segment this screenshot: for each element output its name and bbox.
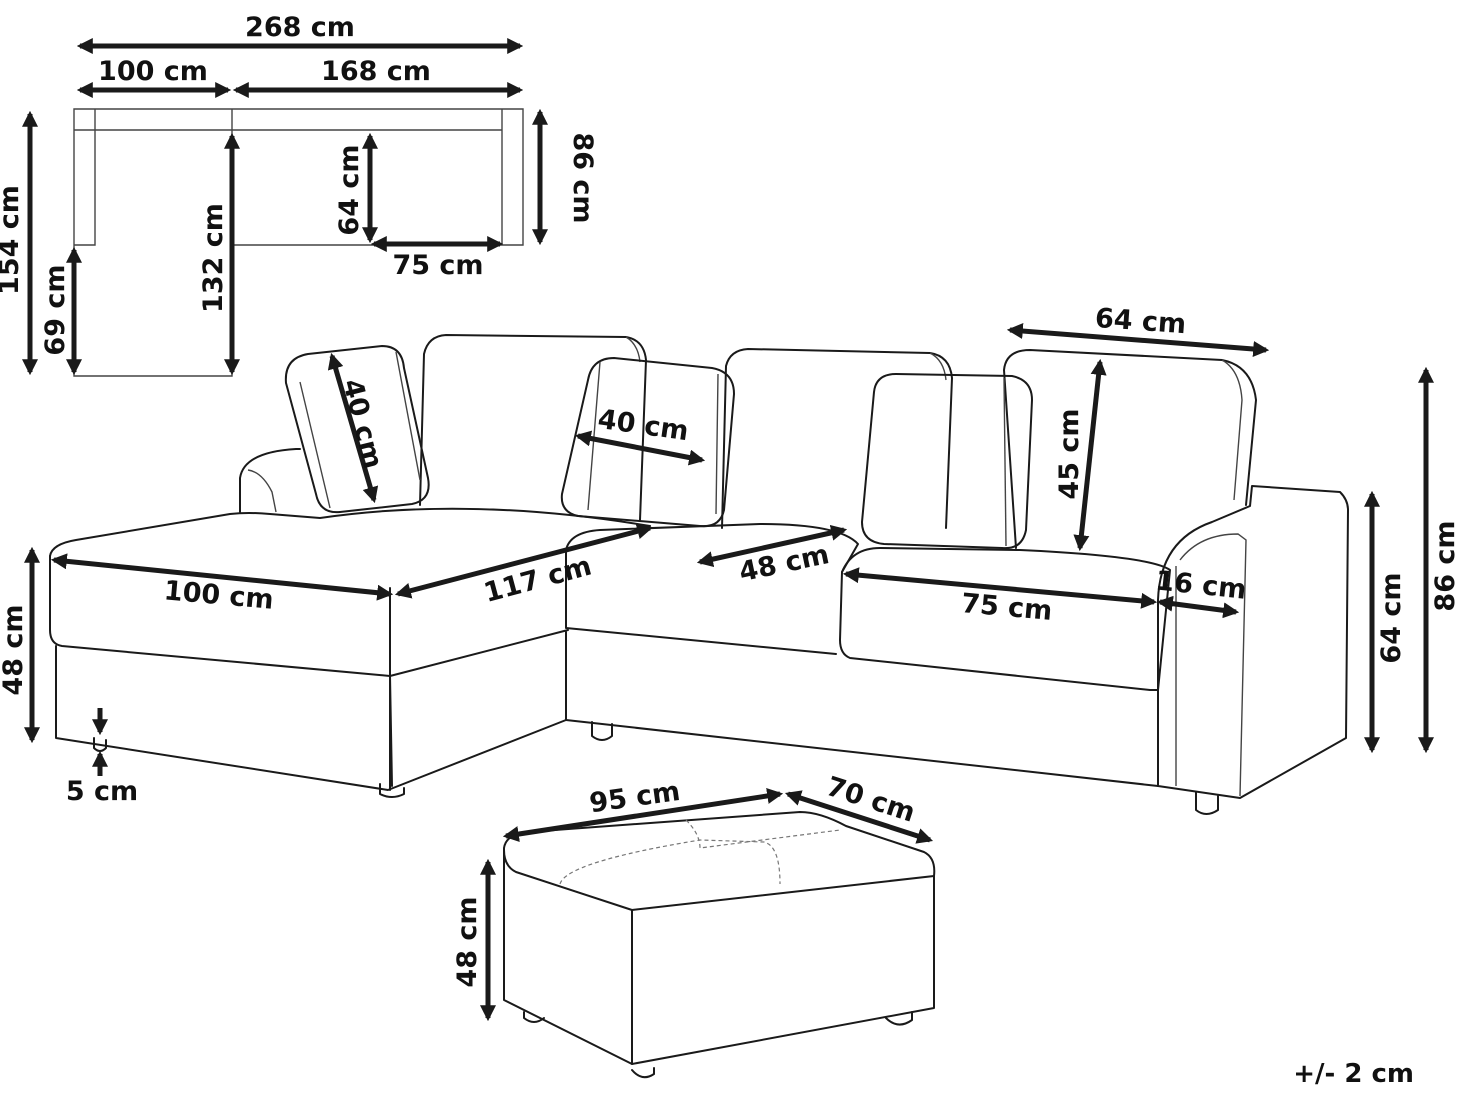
- label-leg-height: 5 cm: [66, 776, 138, 807]
- label-plan-width-sofa: 168 cm: [321, 56, 431, 87]
- label-backrest-width: 64 cm: [1094, 303, 1187, 340]
- label-plan-depth-chaise-extension: 69 cm: [40, 264, 71, 355]
- label-pillow-chaise: 40 cm: [336, 376, 388, 472]
- label-backrest-height: 45 cm: [1054, 408, 1085, 499]
- dimension-labels: 268 cm 100 cm 168 cm 154 cm 69 cm 132 cm…: [0, 12, 1460, 1089]
- sofa-drawing: [49, 334, 1349, 815]
- dimension-arrows: [21, 37, 1435, 1022]
- label-plan-depth-sofa: 86 cm: [567, 132, 598, 223]
- label-arm-height: 64 cm: [1376, 572, 1407, 663]
- label-plan-width-total: 268 cm: [245, 12, 355, 43]
- label-seat-height: 48 cm: [0, 604, 29, 695]
- label-plan-seat-depth: 64 cm: [334, 144, 365, 235]
- label-plan-width-chaise: 100 cm: [98, 56, 208, 87]
- label-plan-seat-width: 75 cm: [392, 250, 483, 281]
- label-tolerance: +/- 2 cm: [1293, 1059, 1414, 1089]
- label-plan-depth-total: 154 cm: [0, 185, 25, 295]
- label-total-height: 86 cm: [1430, 520, 1460, 611]
- label-plan-depth-chaise-inner: 132 cm: [198, 203, 229, 313]
- label-seat-width: 75 cm: [960, 588, 1053, 627]
- ottoman-drawing: [503, 811, 936, 1079]
- label-ottoman-height: 48 cm: [452, 896, 483, 987]
- label-seat-depth: 48 cm: [736, 539, 832, 588]
